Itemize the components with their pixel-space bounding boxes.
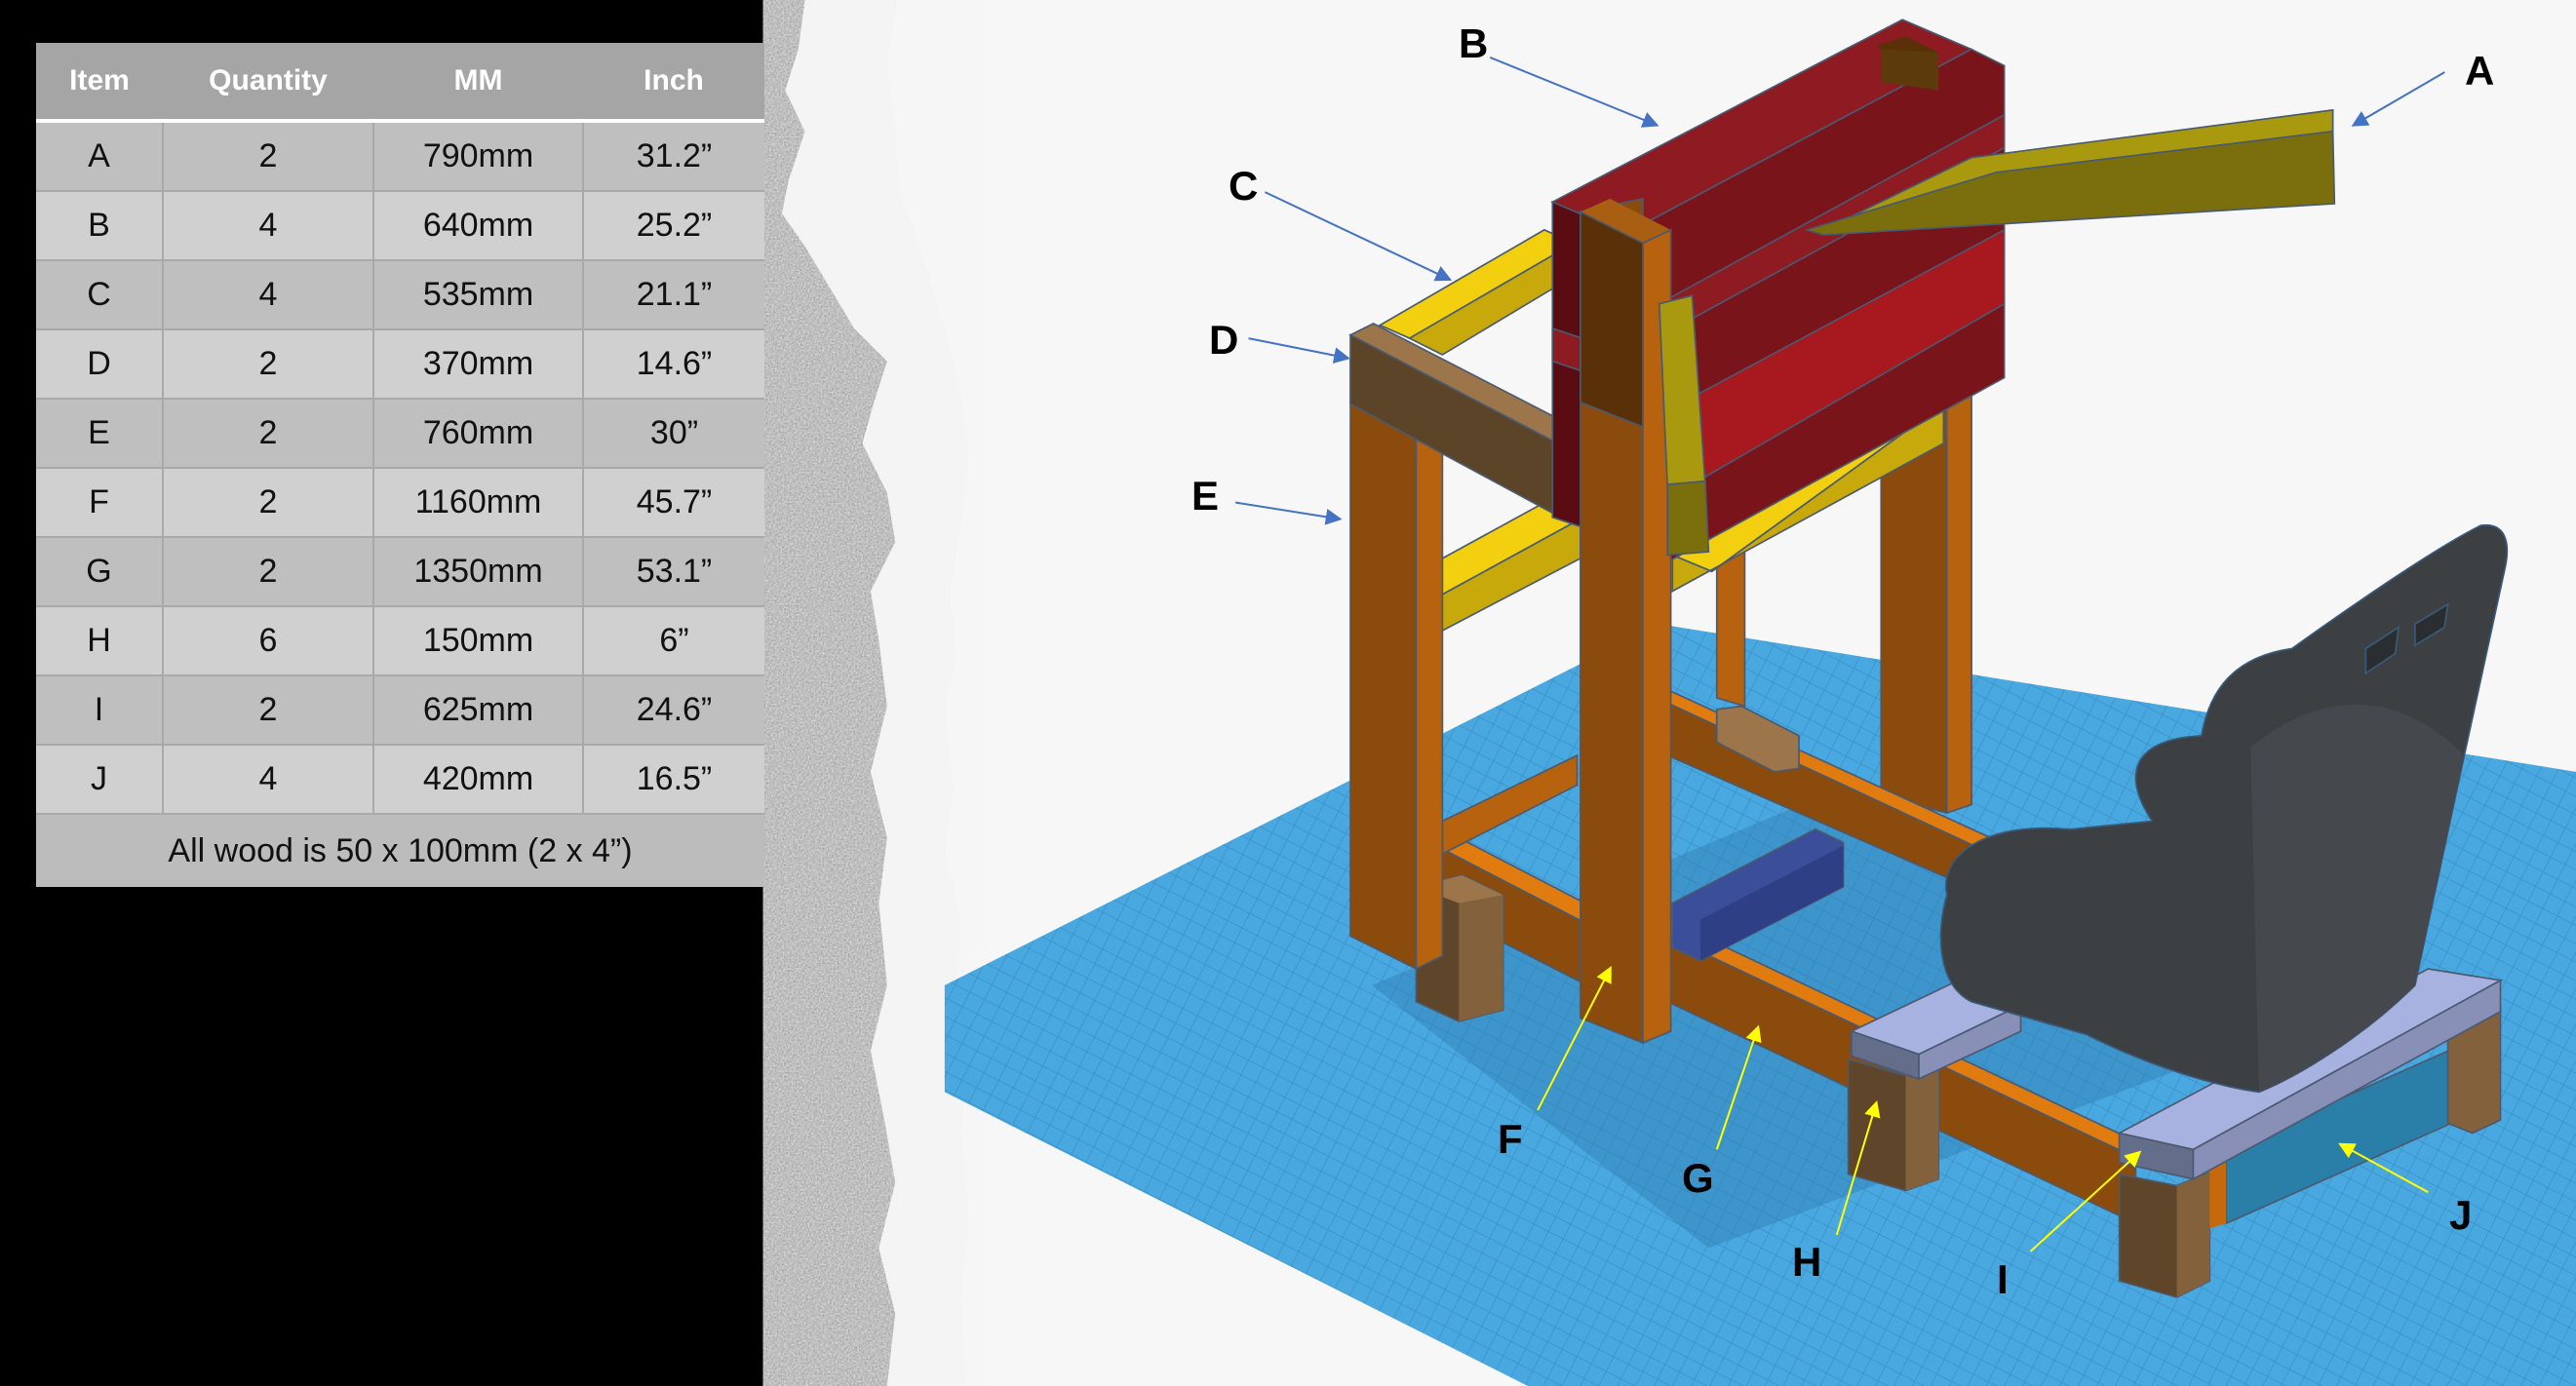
cell-inch: 16.5”	[583, 745, 764, 815]
header-quantity: Quantity	[163, 43, 373, 123]
cell-mm: 535mm	[373, 260, 584, 330]
label-I: I	[1997, 1256, 2009, 1302]
callout-arrows	[1234, 57, 2445, 1252]
table-header-row: Item Quantity MM Inch	[36, 43, 764, 123]
cell-inch: 45.7”	[583, 468, 764, 538]
cell-item: C	[36, 260, 164, 330]
cell-mm: 420mm	[373, 745, 584, 815]
torn-paper-edge	[782, 0, 970, 1386]
cell-mm: 1160mm	[373, 468, 584, 538]
cell-quantity: 2	[163, 121, 374, 192]
part-E-front-post	[1349, 358, 1418, 971]
cell-item: D	[36, 329, 164, 400]
label-D: D	[1209, 317, 1239, 363]
label-G: G	[1682, 1155, 1714, 1201]
cell-mm: 760mm	[373, 399, 584, 469]
wood-size-note: All wood is 50 x 100mm (2 x 4”)	[36, 814, 764, 887]
cell-inch: 31.2”	[583, 121, 764, 192]
cell-inch: 14.6”	[583, 329, 764, 400]
cell-quantity: 4	[163, 260, 374, 330]
label-B: B	[1459, 20, 1489, 66]
racing-seat	[1939, 524, 2509, 1094]
label-C: C	[1229, 163, 1259, 209]
label-J: J	[2449, 1192, 2473, 1238]
header-inch: Inch	[583, 43, 764, 123]
cell-item: I	[36, 675, 164, 746]
label-H: H	[1792, 1239, 1822, 1285]
header-mm: MM	[373, 43, 583, 123]
cell-mm: 640mm	[373, 191, 584, 261]
part-A-bars	[1658, 108, 2336, 557]
cell-item: H	[36, 606, 164, 676]
cell-mm: 1350mm	[373, 537, 584, 607]
cell-item: E	[36, 399, 164, 469]
cell-mm: 370mm	[373, 329, 584, 400]
cell-quantity: 2	[163, 329, 374, 400]
cell-item: A	[36, 121, 164, 192]
cell-quantity: 2	[163, 537, 374, 607]
cell-inch: 6”	[583, 606, 764, 676]
cell-item: G	[36, 537, 164, 607]
cell-quantity: 6	[163, 606, 374, 676]
cell-item: J	[36, 745, 164, 815]
cell-quantity: 4	[163, 745, 374, 815]
cell-inch: 53.1”	[583, 537, 764, 607]
cell-mm: 625mm	[373, 675, 584, 746]
cell-mm: 150mm	[373, 606, 584, 676]
cell-inch: 30”	[583, 399, 764, 469]
cell-inch: 25.2”	[583, 191, 764, 261]
label-F: F	[1498, 1116, 1523, 1162]
cell-quantity: 4	[163, 191, 374, 261]
cell-mm: 790mm	[373, 121, 584, 192]
table-footer-row: All wood is 50 x 100mm (2 x 4”)	[36, 814, 764, 887]
label-E: E	[1191, 473, 1220, 519]
cell-item: F	[36, 468, 164, 538]
cell-quantity: 2	[163, 675, 374, 746]
cell-quantity: 2	[163, 468, 374, 538]
cell-quantity: 2	[163, 399, 374, 469]
cell-inch: 24.6”	[583, 675, 764, 746]
cell-item: B	[36, 191, 164, 261]
label-A: A	[2465, 48, 2495, 94]
cell-inch: 21.1”	[583, 260, 764, 330]
header-item: Item	[36, 43, 163, 123]
